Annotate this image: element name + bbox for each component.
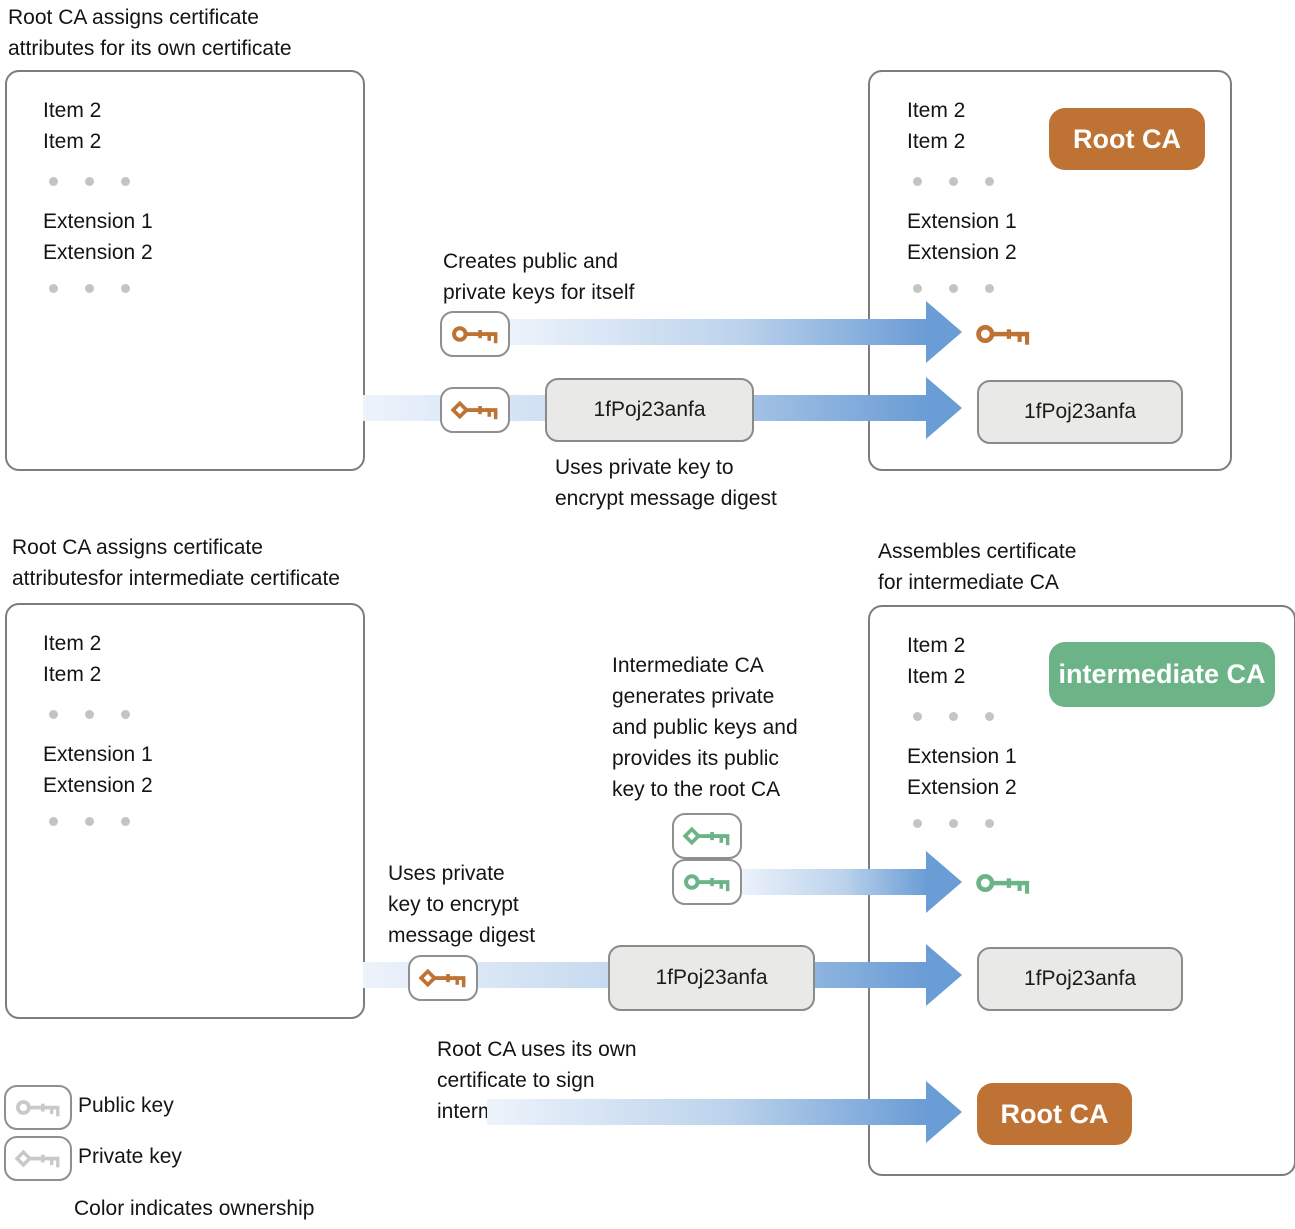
cert-extension-1: Extension 1 — [43, 743, 153, 766]
ellipsis-dots — [49, 710, 130, 719]
legend-public-key-icon — [4, 1085, 72, 1130]
ellipsis-dots — [913, 177, 994, 186]
signature-value-box: 1fPoj23anfa — [977, 947, 1183, 1011]
signature-value-box: 1fPoj23anfa — [977, 380, 1183, 444]
cert-item-2: Item 2 — [43, 130, 102, 153]
cert-extension-2: Extension 2 — [907, 241, 1017, 264]
ellipsis-dots — [49, 177, 130, 186]
intermediate-public-key-arrow-shaft — [738, 869, 927, 895]
uses-private-key-top-label: Uses private key to encrypt message dige… — [555, 456, 777, 510]
root-public-key-framed-icon — [440, 311, 510, 357]
root-ca-signing-badge: Root CA — [977, 1083, 1132, 1145]
intermediate-certificate-box: Item 2 Item 2 Extension 1 Extension 2 in… — [868, 605, 1295, 1176]
uses-private-key-bottom-label: Uses private key to encrypt message dige… — [388, 862, 536, 947]
cert-extension-1: Extension 1 — [907, 210, 1017, 233]
root-private-key-framed-icon-bottom — [408, 955, 478, 1001]
intermediate-private-key-framed-icon — [672, 813, 742, 859]
creates-keys-label: Creates public and private keys for itse… — [443, 250, 635, 304]
cert-extension-2: Extension 2 — [43, 774, 153, 797]
intermediate-generates-label: Intermediate CA generates private and pu… — [612, 654, 798, 801]
intermediate-public-key-arrow-head — [926, 851, 962, 913]
intermediate-public-key-framed-icon — [672, 859, 742, 905]
signature-transfer-arrow-top-head — [926, 377, 962, 439]
ellipsis-dots — [913, 284, 994, 293]
ellipsis-dots — [913, 819, 994, 828]
legend-private-key-label: Private key — [78, 1145, 182, 1168]
ellipsis-dots — [49, 817, 130, 826]
root-ca-signing-arrow-shaft — [487, 1099, 927, 1125]
cert-extension-1: Extension 1 — [907, 745, 1017, 768]
cert-item-2: Item 2 — [907, 130, 966, 153]
cert-item-1: Item 2 — [43, 99, 102, 122]
top-left-section-title: Root CA assigns certificate attributes f… — [8, 6, 292, 60]
root-ca-badge: Root CA — [1049, 108, 1205, 170]
root-ca-attributes-box: Item 2 Item 2 Extension 1 Extension 2 — [5, 70, 365, 471]
cert-extension-2: Extension 2 — [43, 241, 153, 264]
public-key-transfer-arrow-head — [926, 301, 962, 363]
ellipsis-dots — [49, 284, 130, 293]
legend-ownership-note: Color indicates ownership — [74, 1197, 315, 1220]
bottom-left-section-title: Root CA assigns certificate attributesfo… — [12, 536, 340, 590]
cert-item-1: Item 2 — [907, 634, 966, 657]
intermediate-ca-badge: intermediate CA — [1049, 642, 1275, 707]
root-private-key-framed-icon — [440, 387, 510, 433]
cert-extension-2: Extension 2 — [907, 776, 1017, 799]
bottom-right-section-title: Assembles certificate for intermediate C… — [878, 540, 1077, 594]
root-ca-certificate-box: Item 2 Item 2 Extension 1 Extension 2 Ro… — [868, 70, 1232, 471]
cert-item-1: Item 2 — [43, 632, 102, 655]
root-public-key-icon — [975, 319, 1031, 354]
signature-transfer-arrow-bottom-head — [926, 944, 962, 1006]
cert-item-2: Item 2 — [43, 663, 102, 686]
root-ca-signing-arrow-head — [926, 1081, 962, 1143]
cert-item-2: Item 2 — [907, 665, 966, 688]
legend-private-key-icon — [4, 1136, 72, 1181]
cert-extension-1: Extension 1 — [43, 210, 153, 233]
intermediate-attributes-box: Item 2 Item 2 Extension 1 Extension 2 — [5, 603, 365, 1019]
intermediate-public-key-icon — [975, 868, 1031, 903]
signature-value-box: 1fPoj23anfa — [545, 378, 754, 442]
signature-value-box: 1fPoj23anfa — [608, 945, 815, 1011]
public-key-transfer-arrow-shaft — [509, 319, 927, 345]
legend-public-key-label: Public key — [78, 1094, 174, 1117]
ellipsis-dots — [913, 712, 994, 721]
cert-item-1: Item 2 — [907, 99, 966, 122]
